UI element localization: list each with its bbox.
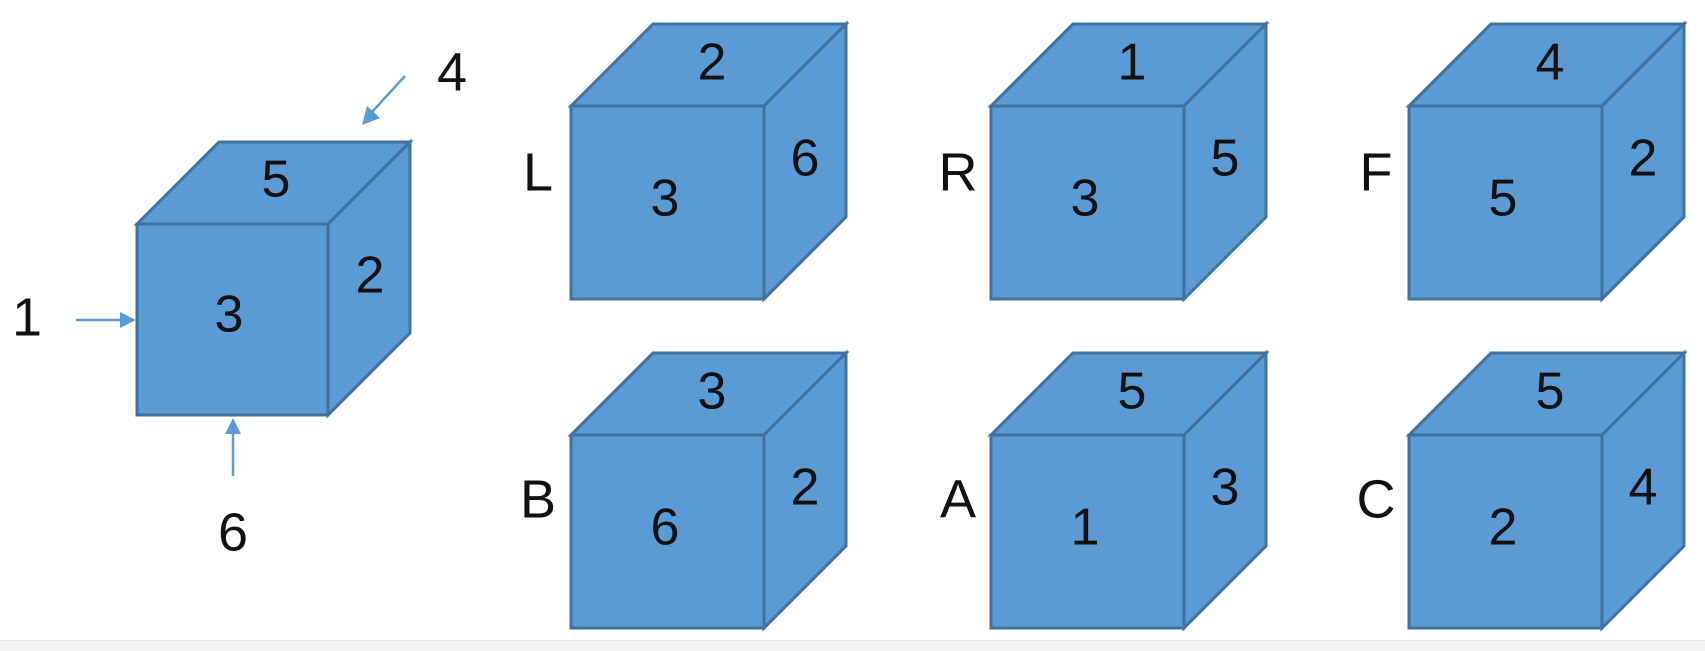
- option-cube-F: 4 5 2: [1405, 20, 1688, 303]
- option-top-number: 1: [1118, 34, 1147, 92]
- arrow-left: [76, 312, 136, 328]
- option-label-B: B: [520, 469, 556, 529]
- option-right-number: 5: [1211, 130, 1240, 188]
- option-label-F: F: [1360, 142, 1393, 202]
- option-label-A: A: [940, 469, 976, 529]
- option-label-C: C: [1357, 469, 1396, 529]
- option-right-number: 2: [1629, 130, 1658, 188]
- option-front-number: 1: [1071, 499, 1100, 557]
- cube-front-face: [569, 104, 766, 301]
- option-right-number: 3: [1211, 459, 1240, 517]
- option-right-number: 2: [791, 459, 820, 517]
- cube-front-face: [1407, 104, 1604, 301]
- option-label-R: R: [939, 142, 978, 202]
- bottom-divider: [0, 640, 1705, 651]
- option-front-number: 2: [1489, 499, 1518, 557]
- cube-front-face: [569, 433, 766, 630]
- option-top-number: 3: [698, 363, 727, 421]
- cube-front-face: [1407, 433, 1604, 630]
- option-top-number: 5: [1536, 363, 1565, 421]
- cube-front-face: [989, 433, 1186, 630]
- cube-front-face: [989, 104, 1186, 301]
- cube-front-face: [135, 222, 330, 417]
- option-right-number: 6: [791, 130, 820, 188]
- option-top-number: 2: [698, 34, 727, 92]
- arrow-bottom: [225, 418, 241, 476]
- option-cube-A: 5 1 3: [987, 349, 1270, 632]
- option-top-number: 4: [1536, 34, 1565, 92]
- option-front-number: 5: [1489, 170, 1518, 228]
- option-cube-L: 2 3 6: [567, 20, 850, 303]
- pointer-bottom-number: 6: [218, 502, 248, 562]
- option-right-number: 4: [1629, 459, 1658, 517]
- reference-top-number: 5: [262, 151, 291, 209]
- reference-front-number: 3: [215, 286, 244, 344]
- option-cube-B: 3 6 2: [567, 349, 850, 632]
- reference-right-number: 2: [356, 247, 385, 305]
- option-front-number: 6: [651, 499, 680, 557]
- reference-cube: 5 3 2: [133, 138, 414, 419]
- pointer-back-number: 4: [437, 42, 467, 102]
- option-cube-C: 5 2 4: [1405, 349, 1688, 632]
- option-front-number: 3: [651, 170, 680, 228]
- option-label-L: L: [523, 142, 553, 202]
- pointer-left-number: 1: [12, 287, 42, 347]
- option-front-number: 3: [1071, 170, 1100, 228]
- arrow-back: [362, 75, 406, 125]
- option-top-number: 5: [1118, 363, 1147, 421]
- option-cube-R: 1 3 5: [987, 20, 1270, 303]
